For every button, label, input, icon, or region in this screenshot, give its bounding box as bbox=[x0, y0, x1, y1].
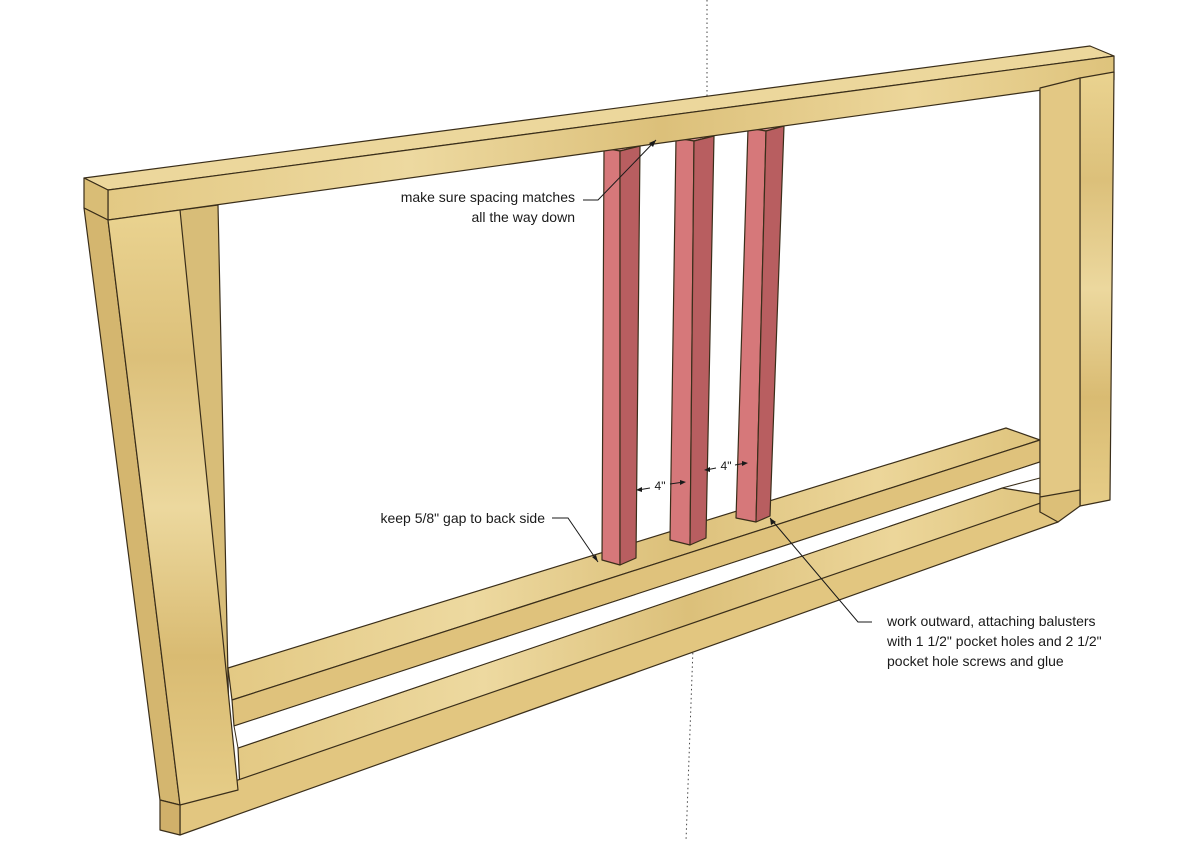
spacing-leader-arrow bbox=[649, 140, 656, 147]
right-stile-front bbox=[1079, 71, 1115, 507]
top-rail-top bbox=[83, 45, 1115, 191]
left-stile-bottom bbox=[159, 799, 181, 836]
work-note-line1: work outward, attaching balusters bbox=[886, 613, 1096, 629]
spacing-note-line2: all the way down bbox=[471, 209, 575, 225]
dimension-right bbox=[704, 461, 748, 472]
dimension-left-label: 4" bbox=[655, 479, 666, 493]
work-leader-arrow bbox=[770, 518, 776, 525]
baluster-2 bbox=[669, 132, 715, 546]
right-stile-side bbox=[1039, 77, 1081, 513]
spacing-leader bbox=[583, 139, 657, 201]
baluster-3 bbox=[735, 123, 785, 523]
gap-note: keep 5/8" gap to back side bbox=[380, 510, 545, 526]
gap-leader-arrow bbox=[592, 555, 598, 562]
work-leader bbox=[769, 517, 872, 623]
baluster-1 bbox=[601, 142, 641, 566]
gap-leader bbox=[552, 517, 599, 563]
spacing-note-line1: make sure spacing matches bbox=[401, 189, 575, 205]
work-note-line2: with 1 1/2" pocket holes and 2 1/2" bbox=[886, 633, 1102, 649]
work-note-line3: pocket hole screws and glue bbox=[887, 653, 1064, 669]
left-stile-front bbox=[107, 209, 239, 806]
dimension-right-label: 4" bbox=[721, 459, 732, 473]
bottom-rail-end bbox=[1039, 489, 1081, 523]
dimension-left bbox=[636, 480, 686, 492]
rail-gap bbox=[233, 461, 1041, 749]
